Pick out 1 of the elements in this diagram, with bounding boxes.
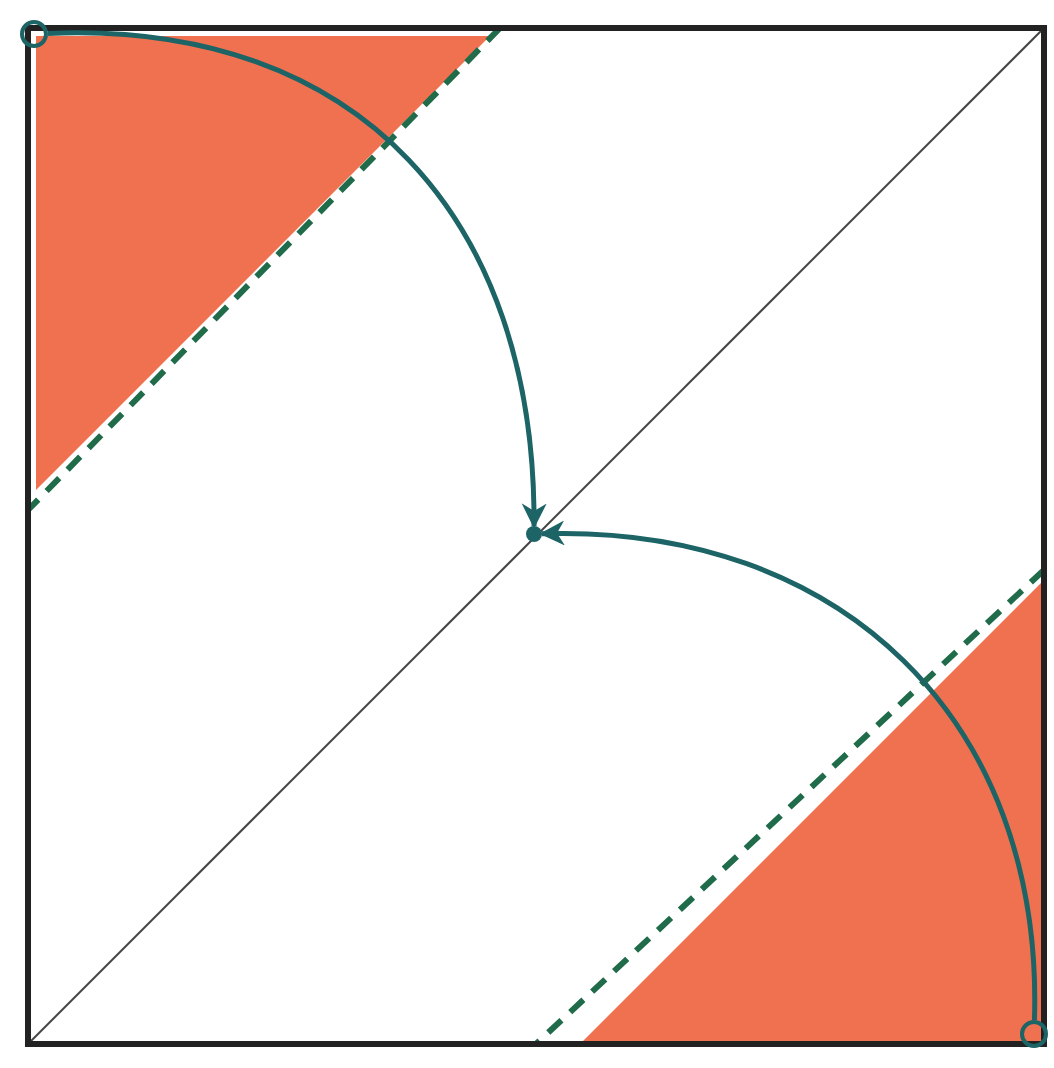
curved-arrow <box>539 521 1037 1021</box>
